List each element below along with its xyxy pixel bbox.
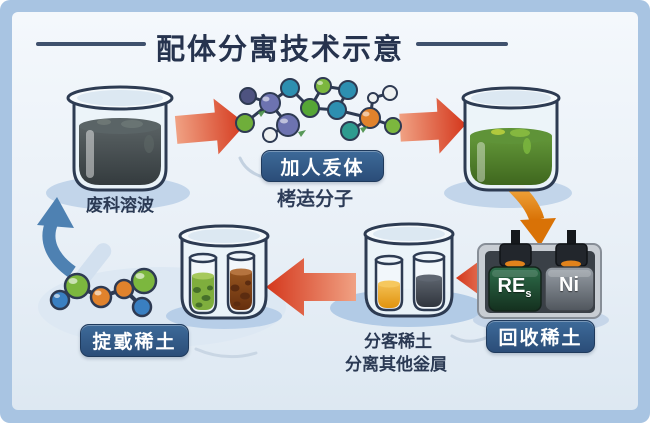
red-arrow-right-icon-2 bbox=[399, 97, 466, 154]
blue-arrow-up-icon bbox=[37, 197, 76, 278]
battery-ni-text: Ni bbox=[559, 274, 579, 296]
page-title: 配体分寓技术示意 bbox=[155, 34, 404, 66]
title-dash-right bbox=[416, 42, 508, 46]
battery-cell-ni-label: Ni bbox=[544, 274, 594, 297]
beaker-waste-icon bbox=[66, 85, 174, 192]
molecule-chain-icon bbox=[49, 267, 158, 318]
label-specific-molecules: 栲迲分子 bbox=[276, 189, 353, 210]
beaker-extracted-icon bbox=[178, 224, 270, 320]
badge-extract-rare-earth: 掟戜稀土 bbox=[80, 324, 189, 357]
badge-add-ligand-label: 加人叐体 bbox=[280, 157, 365, 179]
battery-re-subscript: s bbox=[525, 288, 532, 300]
badge-recover-rare-earth: 回收稀土 bbox=[486, 320, 595, 353]
title-dash-left bbox=[36, 42, 146, 46]
red-arrow-left-icon bbox=[266, 258, 356, 316]
battery-icon bbox=[477, 230, 602, 319]
badge-recover-label: 回收稀土 bbox=[498, 328, 583, 349]
battery-cell-res-label: REs bbox=[488, 275, 541, 300]
beaker-separated-icon bbox=[363, 222, 455, 318]
label-separate-line1: 分客稀土 bbox=[364, 332, 432, 351]
battery-re-text: RE bbox=[497, 275, 526, 297]
badge-add-ligand: 加人叐体 bbox=[261, 150, 384, 182]
label-waste-solution: 废科溶波 bbox=[86, 196, 154, 215]
label-separate-line2: 分离其他釡屓 bbox=[345, 355, 447, 374]
molecule-cluster-icon bbox=[235, 77, 402, 143]
beaker-complex-icon bbox=[461, 86, 561, 192]
red-arrow-right-icon bbox=[174, 98, 246, 155]
badge-extract-label: 掟戜稀土 bbox=[92, 332, 177, 353]
